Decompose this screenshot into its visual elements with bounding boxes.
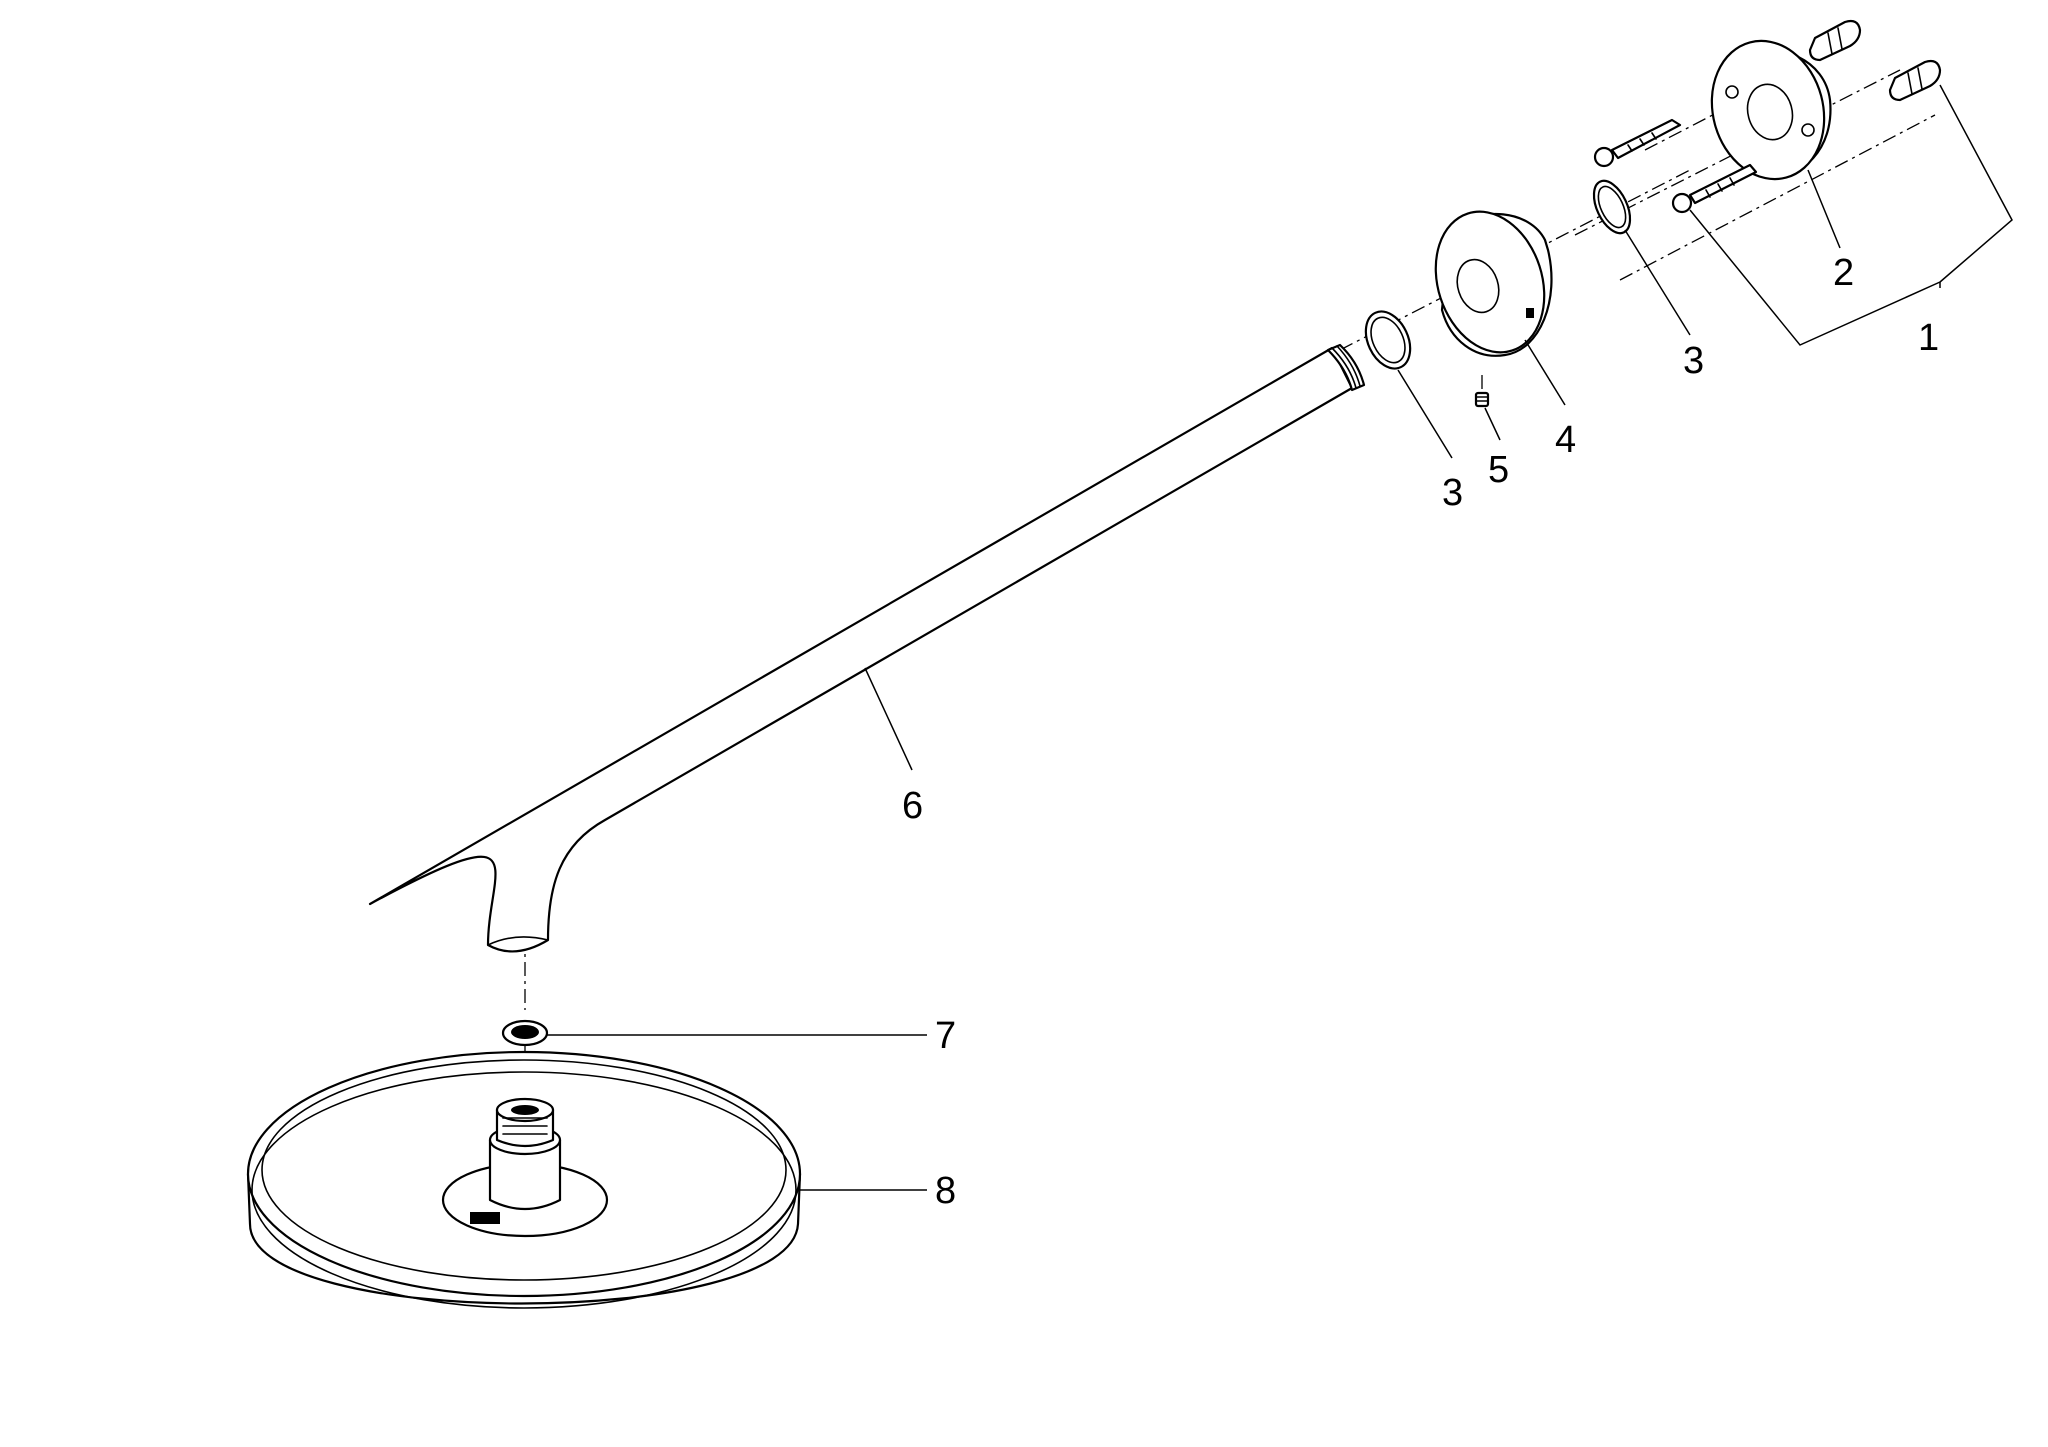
callout-3-right: 3 [1683, 340, 1704, 382]
shower-arm [368, 343, 1366, 953]
washer-right [1592, 179, 1632, 235]
washer-left [1364, 310, 1412, 370]
assembly-axis [524, 69, 1936, 1110]
wall-flange [1710, 39, 1832, 181]
filter-seal [501, 1019, 549, 1047]
wall-plug-upper [1808, 19, 1862, 62]
brand-mark [470, 1212, 500, 1224]
shower-head [246, 1050, 802, 1309]
callout-3-left: 3 [1442, 472, 1463, 514]
callout-5: 5 [1488, 449, 1509, 491]
escutcheon-rosette [1434, 210, 1553, 357]
brand-mark [1526, 308, 1534, 318]
set-screw [1474, 391, 1490, 408]
callout-labels: 1 2 3 4 5 3 6 7 8 [902, 252, 1939, 1212]
callout-1: 1 [1918, 317, 1939, 359]
leader-lines [547, 84, 2013, 1191]
callout-6: 6 [902, 785, 923, 827]
screw-lower [1671, 163, 1758, 214]
callout-2: 2 [1833, 252, 1854, 294]
callout-4: 4 [1555, 419, 1576, 461]
screw-upper [1593, 118, 1682, 168]
wall-plug-lower [1888, 59, 1942, 102]
callout-8: 8 [935, 1170, 956, 1212]
callout-7: 7 [935, 1015, 956, 1057]
